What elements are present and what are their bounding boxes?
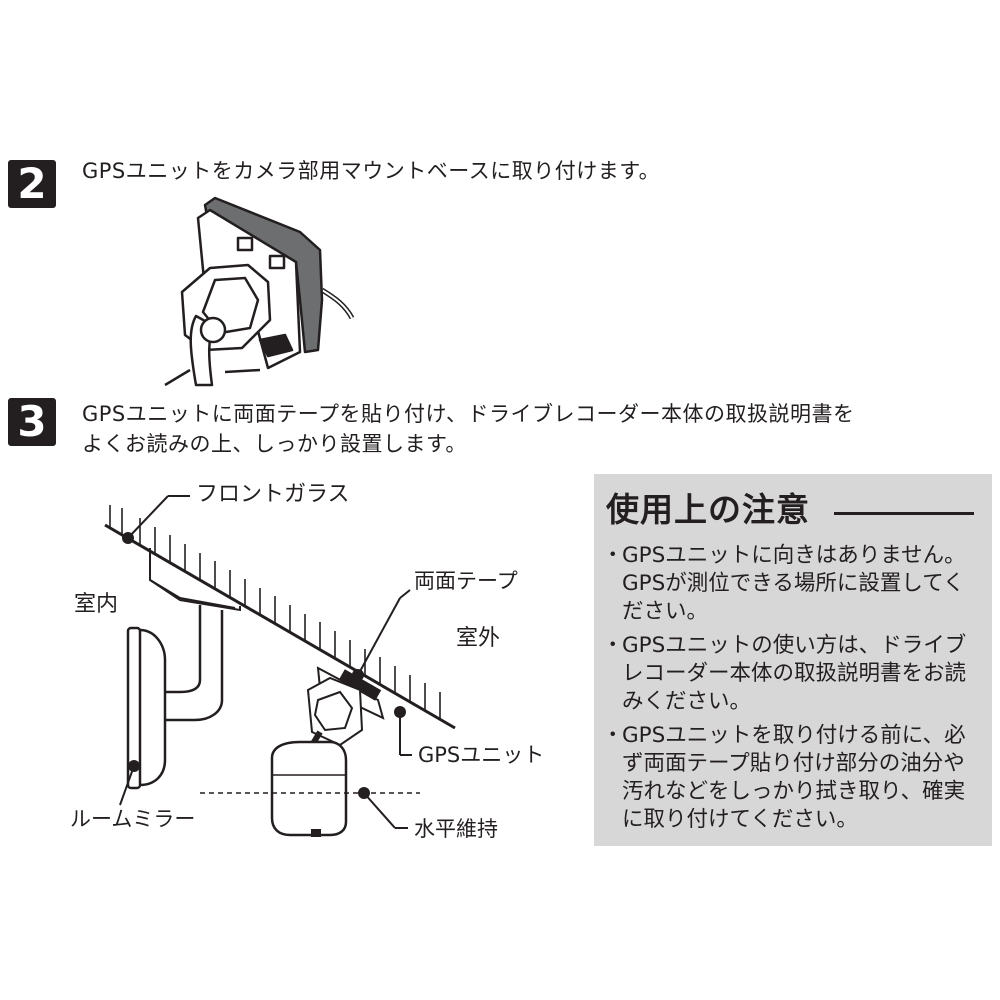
label-front-glass: フロントガラス xyxy=(196,482,350,507)
caution-item: GPSユニットの使い方は、ドライブレコーダー本体の取扱説明書をお読みください。 xyxy=(602,632,977,716)
step-3-text-line2: よくお読みの上、しっかり設置します。 xyxy=(82,432,467,456)
caution-box: 使用上の注意 GPSユニットに向きはありません。GPSが測位できる場所に設置して… xyxy=(594,474,992,846)
caution-title: 使用上の注意 xyxy=(606,490,810,529)
step-2-badge: 2 xyxy=(8,160,56,208)
step-3-text-line1: GPSユニットに両面テープを貼り付け、ドライブレコーダー本体の取扱説明書を xyxy=(82,402,855,426)
label-keep-level: 水平維持 xyxy=(414,817,498,841)
caution-item: GPSユニットを取り付ける前に、必ず両面テープ貼り付け部分の油分や汚れなどをしっ… xyxy=(602,722,977,834)
label-indoor: 室内 xyxy=(74,592,119,617)
label-gps-unit: GPSユニット xyxy=(418,743,545,767)
caution-title-rule xyxy=(834,512,974,515)
label-room-mirror: ルームミラー xyxy=(70,807,196,831)
step-2-text: GPSユニットをカメラ部用マウントベースに取り付けます。 xyxy=(82,159,661,183)
label-double-tape: 両面テープ xyxy=(414,569,518,593)
label-outdoor: 室外 xyxy=(456,626,501,651)
caution-item: GPSユニットに向きはありません。GPSが測位できる場所に設置してください。 xyxy=(602,542,977,626)
step-3-badge: 3 xyxy=(8,398,56,446)
